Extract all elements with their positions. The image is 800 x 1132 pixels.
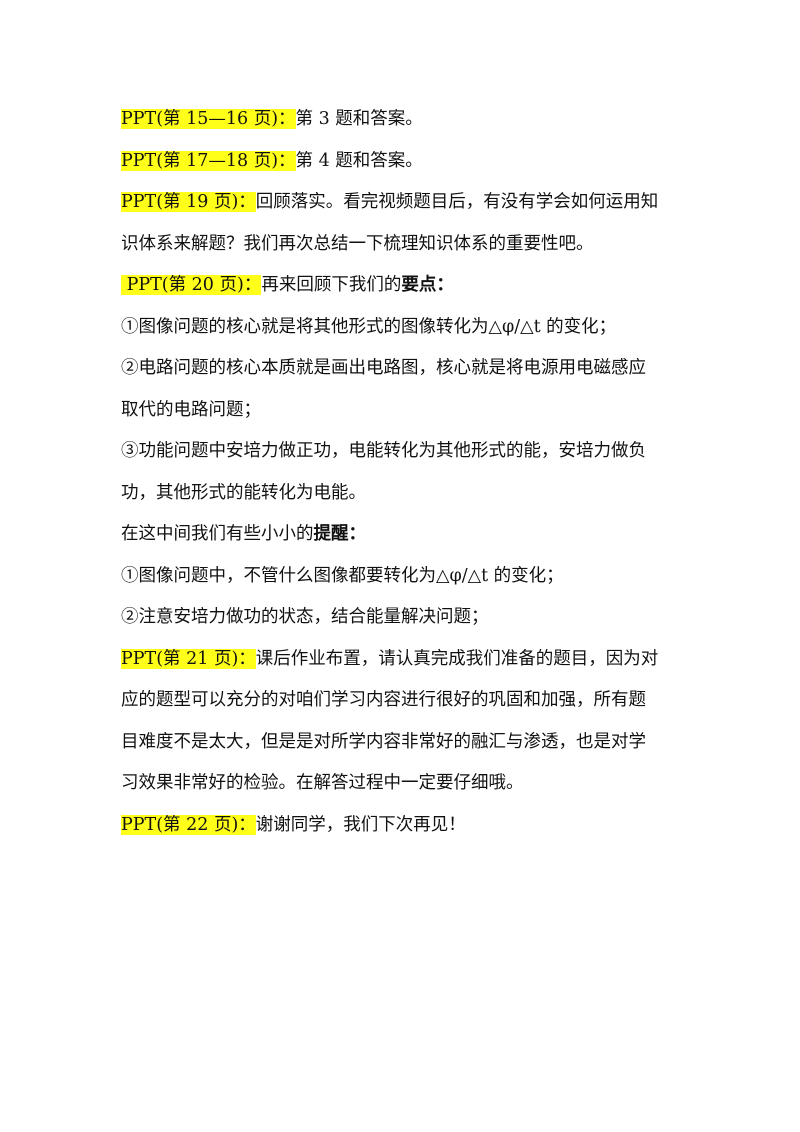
line-text: ①图像问题中，不管什么图像都要转化为△φ/△t 的变化； bbox=[121, 565, 564, 586]
line-text: 谢谢同学，我们下次再见！ bbox=[255, 814, 466, 835]
paragraph-line: ①图像问题的核心就是将其他形式的图像转化为△φ/△t 的变化； bbox=[121, 307, 701, 349]
highlighted-slide-ref: PPT(第 21 页)： bbox=[121, 648, 256, 669]
bold-keyword: 要点： bbox=[401, 275, 454, 295]
line-text: 第 3 题和答案。 bbox=[295, 109, 423, 129]
paragraph-line: 应的题型可以充分的对咱们学习内容进行很好的巩固和加强，所有题 bbox=[121, 680, 701, 722]
paragraph-line: 取代的电路问题； bbox=[121, 390, 701, 432]
paragraph-line: 识体系来解题？我们再次总结一下梳理知识体系的重要性吧。 bbox=[121, 224, 701, 266]
paragraph-line: ②电路问题的核心本质就是画出电路图，核心就是将电源用电磁感应 bbox=[121, 348, 701, 390]
paragraph-line: ③功能问题中安培力做正功，电能转化为其他形式的能，安培力做负 bbox=[121, 431, 701, 473]
paragraph-line: PPT(第 17—18 页)：第 4 题和答案。 bbox=[121, 141, 701, 183]
line-text: 识体系来解题？我们再次总结一下梳理知识体系的重要性吧。 bbox=[121, 233, 594, 254]
paragraph-line: 目难度不是太大，但是是对所学内容非常好的融汇与渗透，也是对学 bbox=[121, 722, 701, 764]
highlighted-slide-ref: PPT(第 17—18 页)： bbox=[121, 150, 296, 171]
line-text: 习效果非常好的检验。在解答过程中一定要仔细哦。 bbox=[121, 773, 524, 793]
highlighted-slide-ref: PPT(第 22 页)： bbox=[121, 814, 256, 835]
highlighted-slide-ref: PPT(第 20 页)： bbox=[121, 275, 262, 295]
line-text: 功，其他形式的能转化为电能。 bbox=[121, 482, 366, 503]
line-text: ①图像问题的核心就是将其他形式的图像转化为△φ/△t 的变化； bbox=[121, 316, 617, 337]
line-text: 应的题型可以充分的对咱们学习内容进行很好的巩固和加强，所有题 bbox=[121, 690, 646, 710]
highlighted-slide-ref: PPT(第 15—16 页)： bbox=[121, 109, 296, 129]
paragraph-line: ②注意安培力做功的状态，结合能量解决问题； bbox=[121, 597, 701, 639]
line-text: ②注意安培力做功的状态，结合能量解决问题； bbox=[121, 607, 489, 627]
paragraph-line: PPT(第 20 页)：再来回顾下我们的要点： bbox=[121, 265, 701, 307]
line-text: 回顾落实。看完视频题目后，有没有学会如何运用知 bbox=[255, 192, 659, 212]
line-text: 课后作业布置，请认真完成我们准备的题目，因为对 bbox=[255, 648, 659, 669]
line-text: 目难度不是太大，但是是对所学内容非常好的融汇与渗透，也是对学 bbox=[121, 731, 646, 752]
paragraph-line: PPT(第 21 页)：课后作业布置，请认真完成我们准备的题目，因为对 bbox=[121, 639, 701, 681]
line-text: 取代的电路问题； bbox=[121, 399, 261, 420]
line-text: 第 4 题和答案。 bbox=[295, 150, 423, 171]
paragraph-line: PPT(第 19 页)：回顾落实。看完视频题目后，有没有学会如何运用知 bbox=[121, 182, 701, 224]
paragraph-line: PPT(第 15—16 页)：第 3 题和答案。 bbox=[121, 99, 701, 141]
paragraph-line: 习效果非常好的检验。在解答过程中一定要仔细哦。 bbox=[121, 763, 701, 805]
paragraph-line: 功，其他形式的能转化为电能。 bbox=[121, 473, 701, 515]
paragraph-line: PPT(第 22 页)：谢谢同学，我们下次再见！ bbox=[121, 805, 701, 847]
bold-keyword: 提醒： bbox=[313, 524, 367, 544]
paragraph-line: 在这中间我们有些小小的提醒： bbox=[121, 514, 701, 556]
paragraph-line: ①图像问题中，不管什么图像都要转化为△φ/△t 的变化； bbox=[121, 556, 701, 598]
line-text: ③功能问题中安培力做正功，电能转化为其他形式的能，安培力做负 bbox=[121, 441, 646, 461]
line-text: ②电路问题的核心本质就是画出电路图，核心就是将电源用电磁感应 bbox=[121, 358, 646, 378]
line-text: 再来回顾下我们的 bbox=[261, 275, 402, 295]
highlighted-slide-ref: PPT(第 19 页)： bbox=[121, 192, 256, 212]
document-page: PPT(第 15—16 页)：第 3 题和答案。 PPT(第 17—18 页)：… bbox=[121, 99, 701, 846]
line-text: 在这中间我们有些小小的 bbox=[121, 524, 314, 544]
